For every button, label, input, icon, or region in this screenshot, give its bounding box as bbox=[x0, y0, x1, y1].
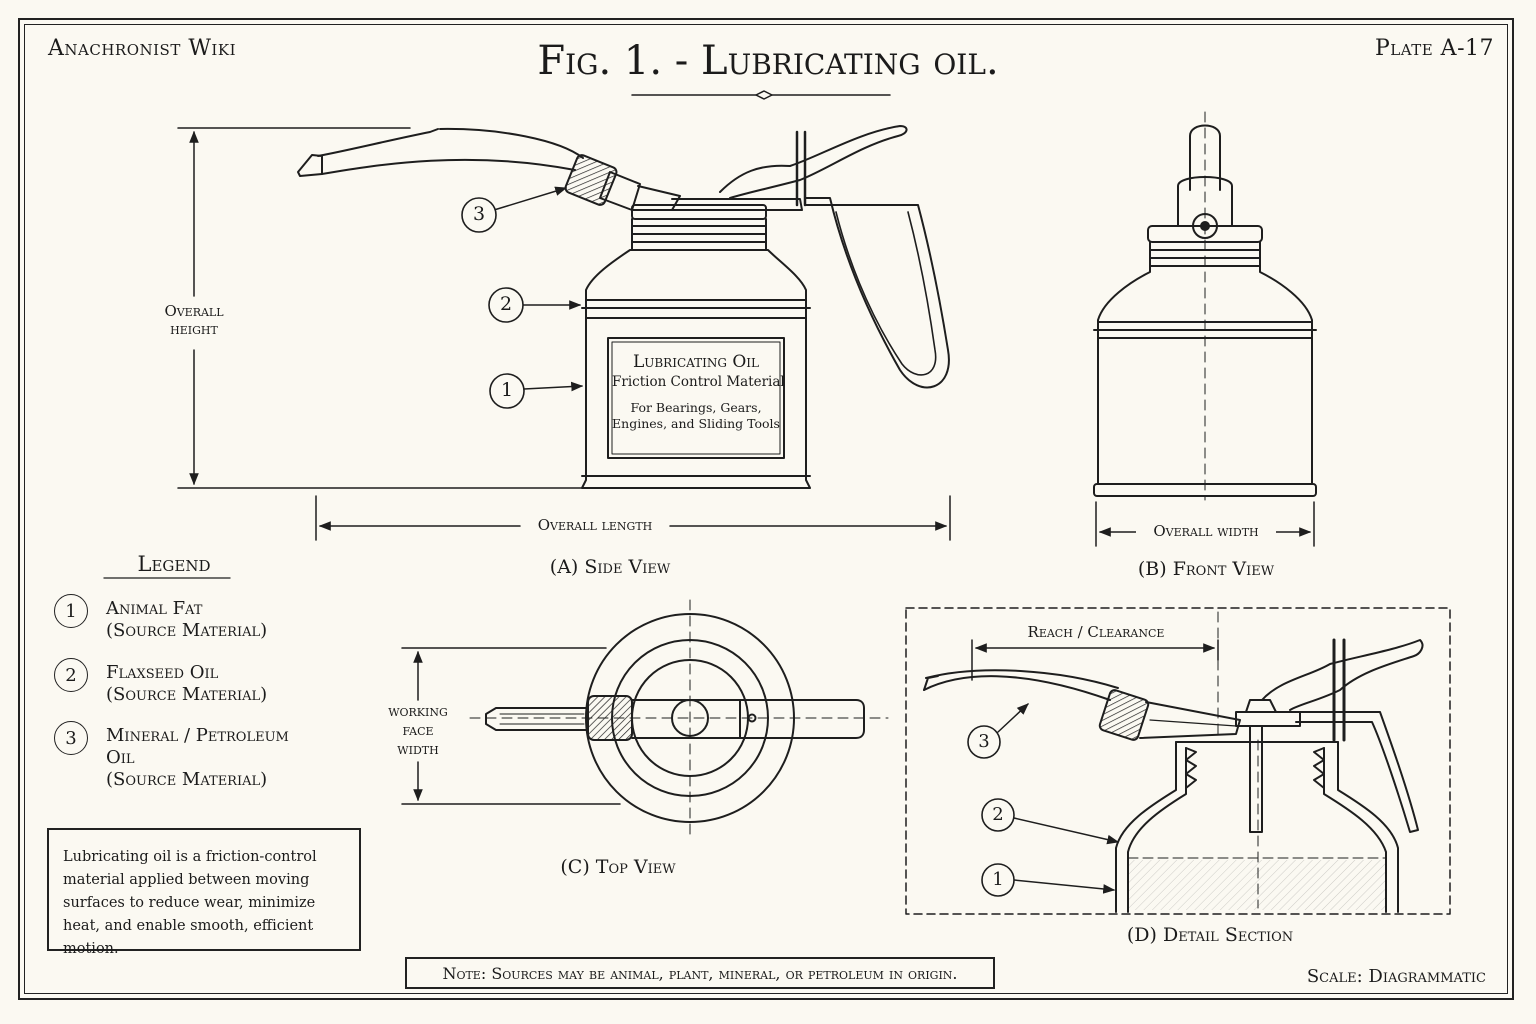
legend-item-flaxseed-oil: 2 Flaxseed Oil (Source Material) bbox=[54, 658, 267, 706]
figure-title: Fig. 1. - Lubricating oil. bbox=[0, 38, 1536, 84]
working-face-line2: face bbox=[402, 721, 434, 739]
legend-item-text: Animal Fat (Source Material) bbox=[106, 598, 267, 642]
note-box: Note: Sources may be animal, plant, mine… bbox=[405, 957, 995, 989]
legend-number: 2 bbox=[54, 658, 88, 692]
legend-item-text: Flaxseed Oil (Source Material) bbox=[106, 662, 267, 706]
plate-id: Plate A-17 bbox=[1374, 36, 1494, 61]
working-face-line3: width bbox=[397, 740, 439, 758]
side-view-drawing bbox=[297, 125, 950, 489]
front-view-label: (B) Front View bbox=[1137, 558, 1275, 580]
working-face-line1: working bbox=[388, 702, 448, 720]
can-label-title: Lubricating Oil bbox=[632, 352, 760, 372]
callout-3-side: 3 bbox=[472, 203, 486, 225]
detail-section-label: (D) Detail Section bbox=[1126, 924, 1294, 946]
working-face-width-label: working face width bbox=[376, 702, 460, 759]
legend-item-source: (Source Material) bbox=[106, 620, 268, 641]
callout-1-side: 1 bbox=[500, 379, 514, 401]
legend-item-name: Flaxseed Oil bbox=[106, 662, 219, 683]
legend-item-source: (Source Material) bbox=[106, 769, 268, 790]
overall-height-line2: height bbox=[170, 320, 218, 338]
side-view-label: (A) Side View bbox=[549, 556, 671, 578]
legend-item-name-cont: Oil bbox=[106, 747, 135, 768]
front-view-drawing bbox=[1093, 111, 1317, 501]
outer-frame bbox=[18, 18, 1514, 1000]
overall-height-line1: Overall bbox=[164, 302, 224, 320]
legend-number: 1 bbox=[54, 594, 88, 628]
legend-number: 3 bbox=[54, 721, 88, 755]
legend-item-source: (Source Material) bbox=[106, 684, 268, 705]
legend-item-text: Mineral / Petroleum Oil (Source Material… bbox=[106, 725, 289, 791]
legend-title: Legend bbox=[137, 552, 211, 576]
legend-item-mineral-oil: 3 Mineral / Petroleum Oil (Source Materi… bbox=[54, 721, 289, 791]
wiki-name: Anachronist Wiki bbox=[48, 36, 236, 61]
side-view-dimensions bbox=[177, 127, 951, 541]
can-label-subtitle: Friction Control Material bbox=[612, 374, 785, 390]
callout-2-side: 2 bbox=[499, 293, 513, 315]
overall-width-label: Overall width bbox=[1136, 522, 1276, 540]
callout-1-detail: 1 bbox=[992, 869, 1004, 890]
legend-item-name: Mineral / Petroleum bbox=[106, 725, 289, 746]
note-text: Note: Sources may be animal, plant, mine… bbox=[442, 963, 958, 983]
callout-2-detail: 2 bbox=[992, 804, 1004, 825]
can-label: Lubricating Oil Friction Control Materia… bbox=[612, 352, 785, 431]
top-view-dimensions bbox=[401, 647, 621, 805]
detail-section-drawing bbox=[905, 607, 1451, 915]
inner-frame bbox=[24, 24, 1508, 994]
detail-callout-circles bbox=[967, 725, 1015, 897]
can-label-line2: Engines, and Sliding Tools bbox=[612, 416, 780, 431]
front-view-dimensions bbox=[1095, 501, 1315, 547]
reach-clearance-label: Reach / Clearance bbox=[996, 623, 1196, 641]
callout-3-detail: 3 bbox=[978, 731, 990, 752]
scale-label: Scale: Diagrammatic bbox=[1306, 966, 1486, 987]
figure-title-text: Fig. 1. - Lubricating oil. bbox=[537, 38, 999, 84]
legend-item-name: Animal Fat bbox=[106, 598, 203, 619]
top-view-drawing bbox=[469, 599, 889, 841]
legend-item-animal-fat: 1 Animal Fat (Source Material) bbox=[54, 594, 267, 642]
top-view-label: (C) Top View bbox=[560, 856, 676, 878]
overall-length-label: Overall length bbox=[522, 516, 668, 534]
overall-height-label: Overall height bbox=[150, 302, 238, 338]
side-view-callout-circles bbox=[461, 197, 525, 409]
title-flourish bbox=[631, 90, 891, 100]
description-box: Lubricating oil is a friction-control ma… bbox=[47, 828, 361, 957]
can-label-line1: For Bearings, Gears, bbox=[630, 400, 762, 415]
